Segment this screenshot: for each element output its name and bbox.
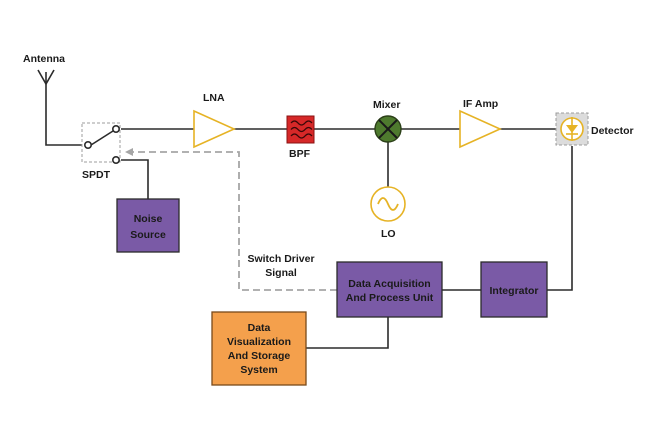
antenna-label: Antenna: [23, 53, 65, 65]
detector-icon: [555, 112, 589, 146]
visualization-label-line4: System: [240, 364, 277, 376]
lna-label: LNA: [203, 92, 225, 104]
lo-oscillator-icon: [370, 186, 406, 222]
noise-source-label-line2: Source: [130, 229, 166, 241]
lo-label: LO: [381, 228, 396, 240]
visualization-label-line1: Data: [248, 322, 271, 334]
integrator-box: [480, 261, 548, 318]
visualization-label-line2: Visualization: [227, 336, 291, 348]
daq-label-line2: And Process Unit: [346, 292, 434, 304]
mixer-icon: [374, 115, 402, 143]
lna-amplifier-icon: [193, 109, 236, 149]
signal-wires: [45, 92, 573, 349]
daq-label-line1: Data Acquisition: [348, 278, 430, 290]
visualization-box: [211, 311, 307, 386]
bpf-filter-icon: [286, 115, 315, 144]
antenna-feed-wire: [45, 92, 87, 146]
switch-driver-label-bg: [245, 250, 317, 280]
noise-source-box: [116, 198, 180, 253]
if-amp-label: IF Amp: [463, 98, 498, 110]
mixer-label: Mixer: [373, 99, 400, 111]
visualization-label-line3: And Storage: [228, 350, 291, 362]
switch-driver-label-line1: Switch Driver: [247, 253, 314, 265]
daq-box: [336, 261, 443, 318]
noise-source-label-line1: Noise: [134, 213, 163, 225]
detector-label: Detector: [591, 125, 634, 137]
switch-driver-label-line2: Signal: [265, 267, 297, 279]
bpf-label: BPF: [289, 148, 311, 160]
spdt-label: SPDT: [82, 169, 111, 181]
daq-to-visualization-wire: [306, 317, 389, 349]
switch-driver-control-line: [125, 148, 337, 291]
spdt-switch: [81, 122, 121, 165]
antenna-icon: [37, 69, 55, 92]
integrator-label: Integrator: [489, 285, 538, 297]
noise-to-spdt-wire: [121, 159, 149, 199]
detector-to-integrator-wire: [547, 146, 573, 291]
if-amp-icon: [459, 109, 502, 149]
